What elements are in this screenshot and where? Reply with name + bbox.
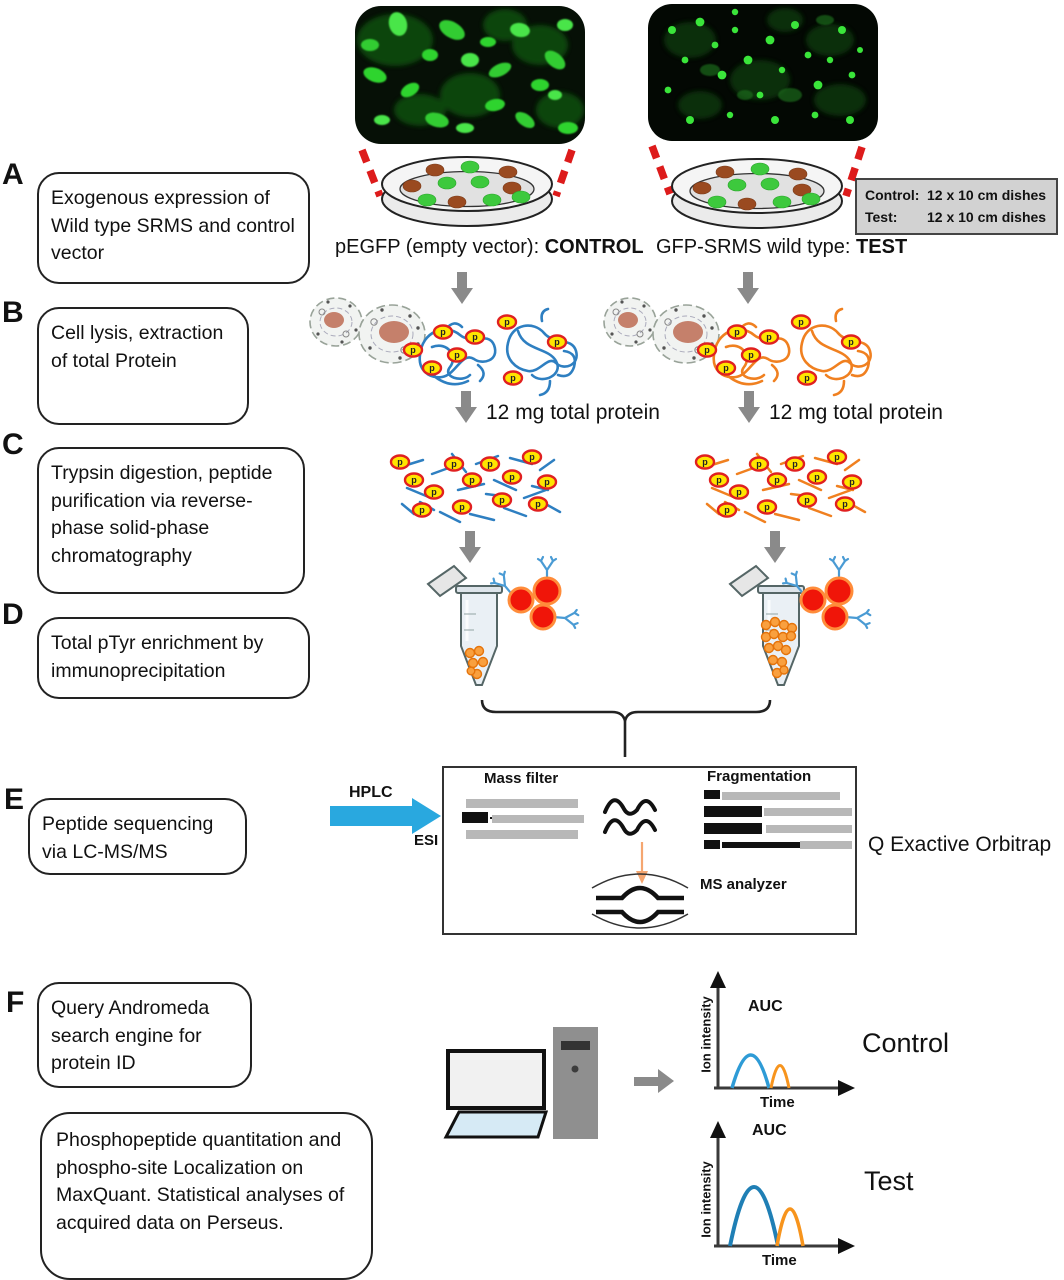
merge-brace: [480, 699, 772, 757]
step-box-c: Trypsin digestion, peptide purification …: [37, 447, 305, 594]
instrument-label: Q Exactive Orbitrap: [868, 833, 1052, 856]
step-letter-b: B: [2, 296, 24, 329]
step-letter-e: E: [4, 783, 25, 816]
keyboard-icon: [443, 1110, 549, 1139]
mass-filter-rods: [462, 799, 584, 839]
esi-label: ESI: [414, 832, 439, 849]
fragmentation-label: Fragmentation: [707, 768, 812, 785]
control-label: Control:: [865, 187, 920, 203]
enriched-beads-control: [464, 645, 489, 680]
chromatogram-test: [710, 1121, 855, 1254]
hplc-arrow: [330, 798, 441, 834]
fragmentation-rods: [704, 790, 852, 849]
fluorescence-micrograph-test: [648, 4, 878, 141]
step-box-a: Exogenous expression of Wild type SRMS a…: [37, 172, 310, 284]
analysis-arrow-right: [634, 1069, 674, 1093]
orbitrap-analyzer: [591, 873, 689, 929]
hplc-label: HPLC: [349, 784, 393, 801]
chart-title-control: Control: [862, 1028, 950, 1058]
caption-test-prefix: GFP-SRMS wild type:: [656, 236, 857, 258]
caption-test: GFP-SRMS wild type: TEST: [656, 236, 907, 259]
protein-amount-control: 12 mg total protein: [486, 401, 660, 424]
ms-analyzer-label: MS analyzer: [700, 876, 787, 893]
control-dish-count: Control: 12 x 10 cm dishes: [865, 185, 1048, 207]
fluorescence-micrograph-control: [355, 6, 585, 144]
phospho-markers-peptides: [389, 449, 863, 518]
mass-spectrometer-box: [330, 766, 857, 935]
step-box-e: Peptide sequencing via LC-MS/MS: [28, 798, 247, 875]
ylabel-control: Ion intensity: [698, 996, 714, 1073]
test-value: 12 x 10 cm dishes: [927, 208, 1047, 225]
control-value: 12 x 10 cm dishes: [927, 187, 1047, 203]
caption-control-bold: CONTROL: [544, 236, 644, 258]
caption-test-bold: TEST: [856, 236, 908, 258]
petri-dish-test: [671, 158, 843, 229]
auc-label-test: AUC: [752, 1122, 787, 1139]
chart-title-test: Test: [864, 1166, 914, 1196]
caption-control: pEGFP (empty vector): CONTROL: [335, 236, 644, 259]
auc-label-control: AUC: [748, 998, 783, 1015]
step-box-f: Query Andromeda search engine for protei…: [37, 982, 252, 1088]
step-box-b: Cell lysis, extraction of total Protein: [37, 307, 249, 425]
protein-amount-test: 12 mg total protein: [769, 401, 943, 424]
monitor-icon: [446, 1049, 546, 1110]
ion-waves: [603, 798, 657, 836]
step-letter-d: D: [2, 598, 24, 631]
enriched-beads-test: [760, 616, 798, 679]
antibody-beads-control: [490, 557, 579, 629]
test-label: Test:: [865, 208, 898, 225]
chromatogram-control: [710, 971, 855, 1096]
step-letter-f: F: [6, 986, 25, 1019]
step-letter-a: A: [2, 158, 24, 191]
xlabel-control: Time: [760, 1094, 795, 1111]
petri-dish-control: [381, 156, 553, 227]
step-box-analysis: Phosphopeptide quantitation and phospho-…: [40, 1112, 373, 1280]
step-letter-c: C: [2, 428, 24, 461]
dish-count-info-box: Control: 12 x 10 cm dishes Test: 12 x 10…: [855, 178, 1058, 235]
step-box-d: Total pTyr enrichment by immunoprecipita…: [37, 617, 310, 699]
dashed-connector-lines: [358, 144, 866, 198]
xlabel-test: Time: [762, 1252, 797, 1269]
mass-filter-label: Mass filter: [484, 770, 559, 787]
ylabel-test: Ion intensity: [698, 1161, 714, 1238]
computer-workstation: [443, 1027, 674, 1139]
caption-control-prefix: pEGFP (empty vector):: [335, 236, 545, 258]
test-dish-count: Test: 12 x 10 cm dishes: [865, 207, 1048, 229]
